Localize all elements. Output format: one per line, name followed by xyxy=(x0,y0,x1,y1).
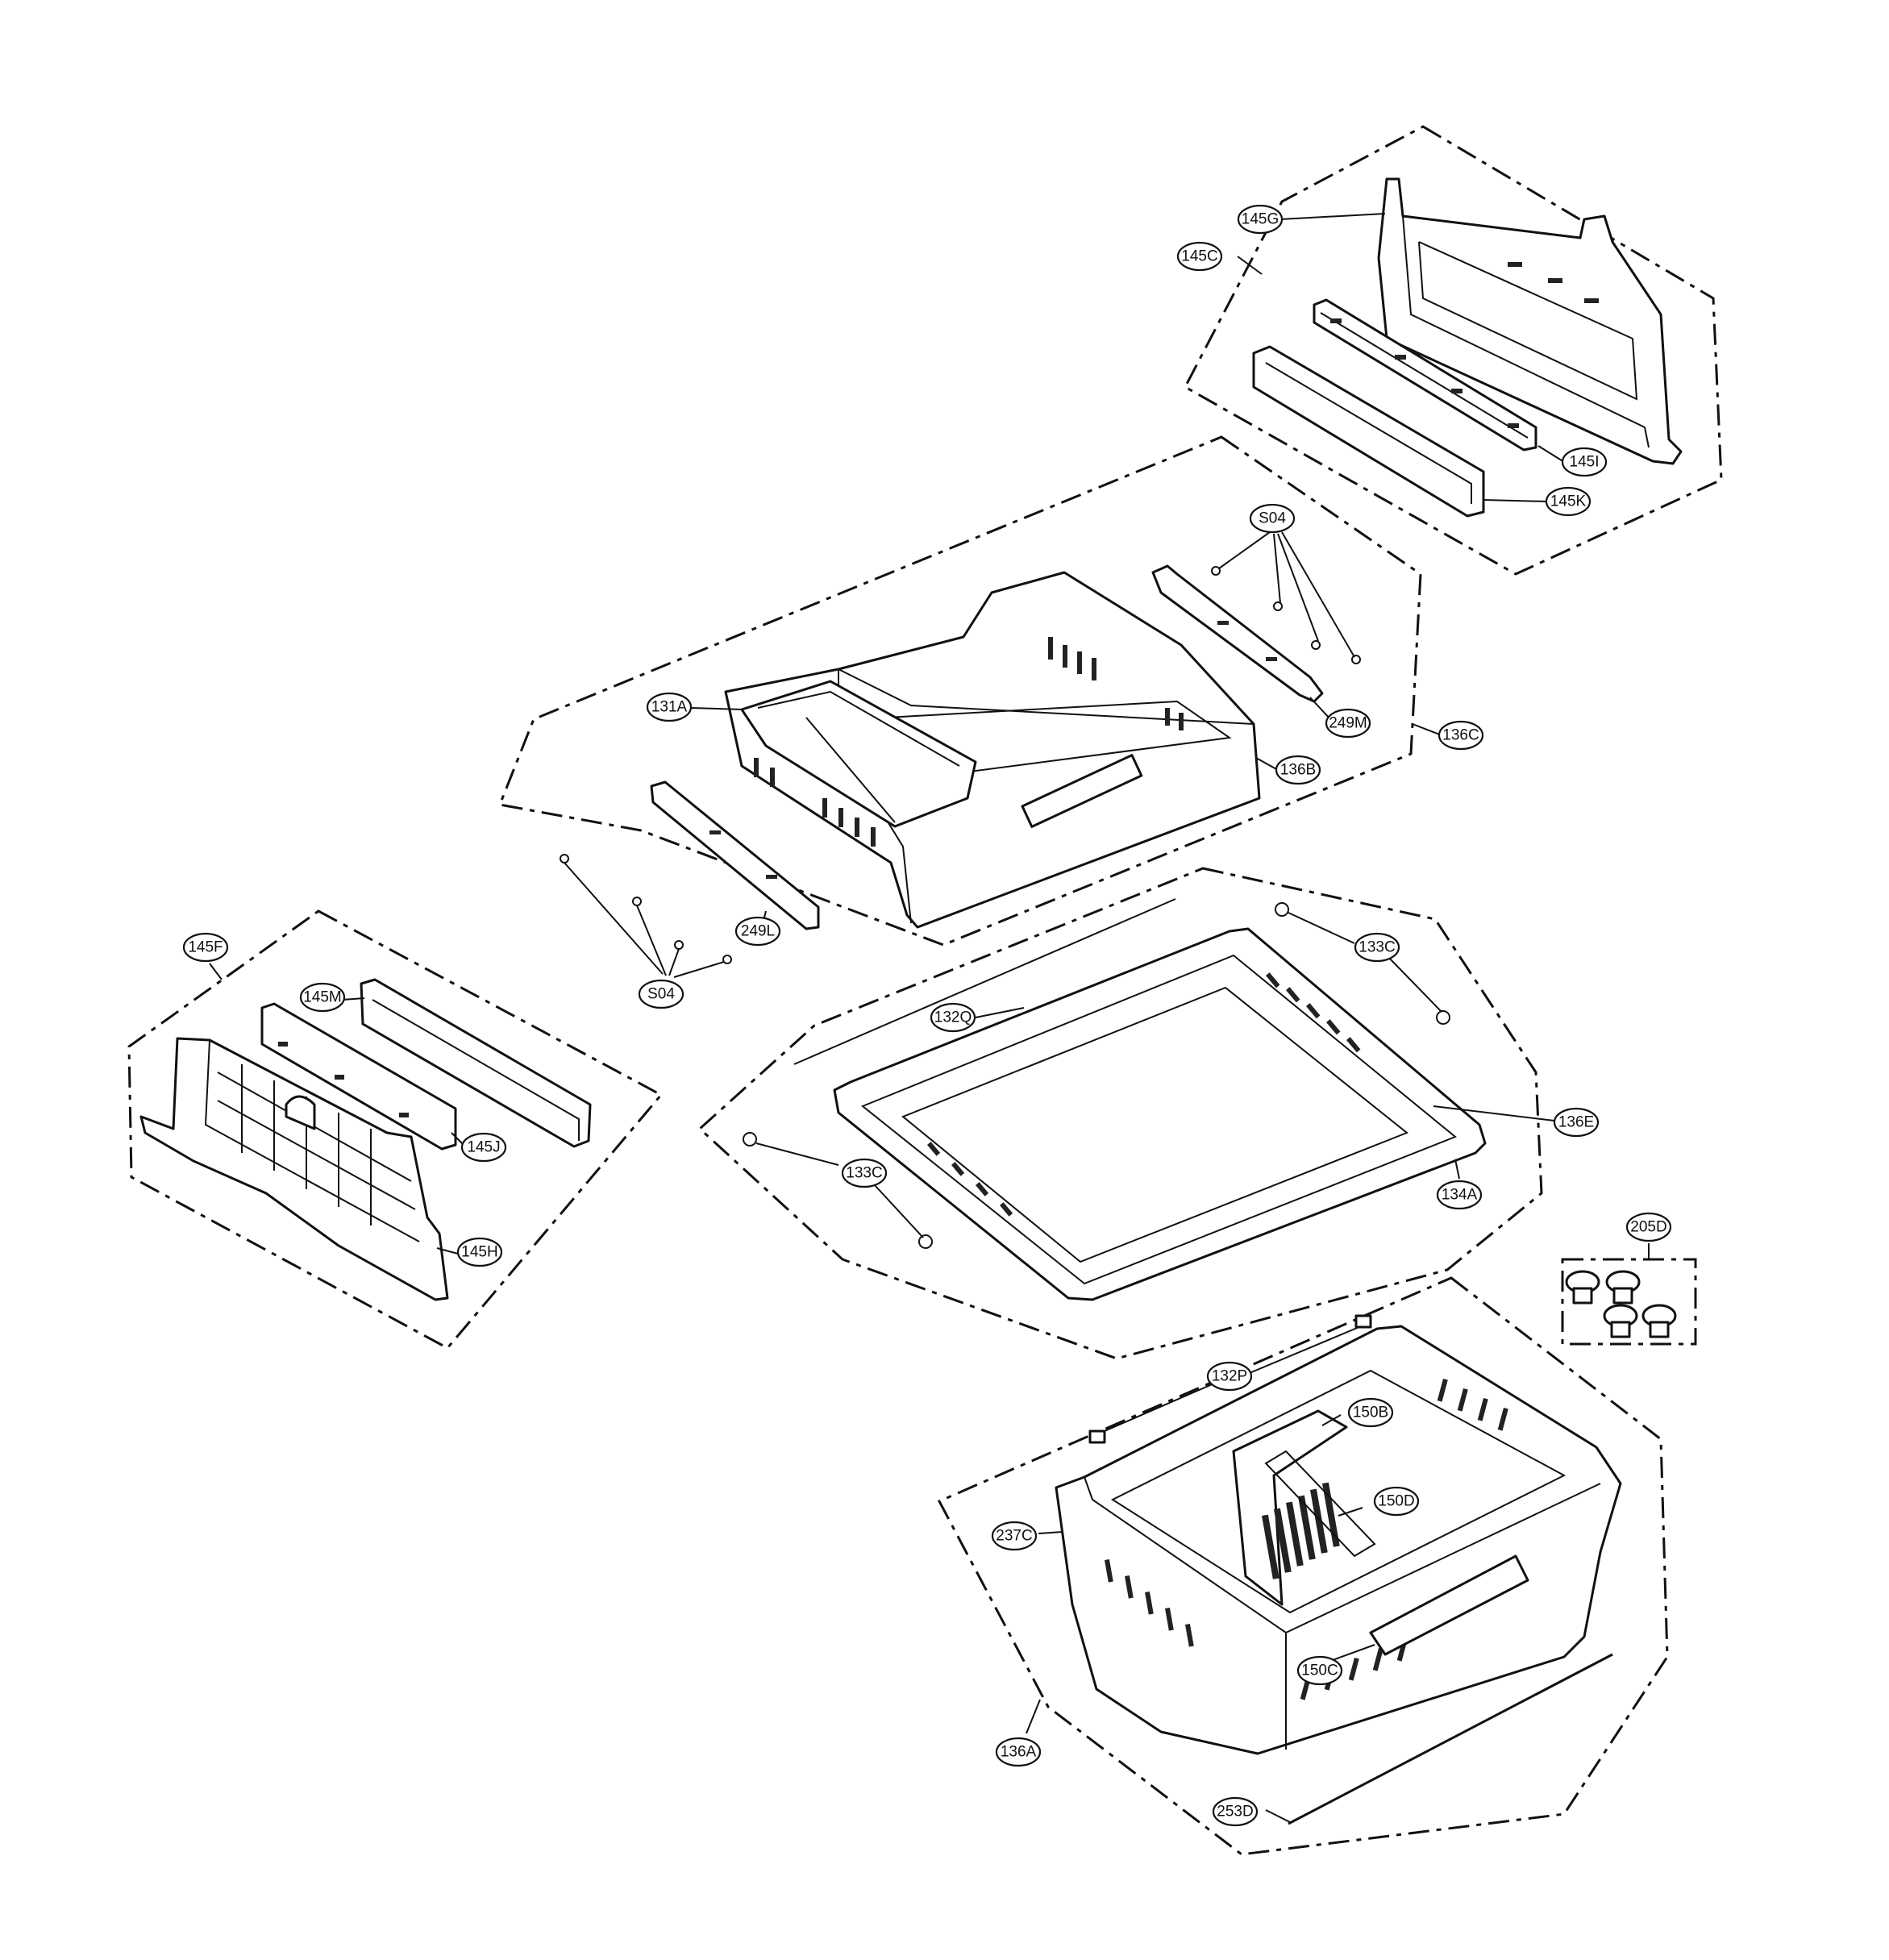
svg-text:253D: 253D xyxy=(1217,1804,1253,1821)
group-boundary-205d xyxy=(1561,1258,1697,1346)
callout-145m: 145M xyxy=(299,982,346,1013)
svg-text:150C: 150C xyxy=(1301,1662,1338,1679)
part-150c-clip xyxy=(1369,1554,1529,1656)
callout-133c-top: 133C xyxy=(1354,932,1400,963)
group-boundary-136a xyxy=(937,1276,1669,1856)
svg-text:205D: 205D xyxy=(1630,1219,1666,1236)
part-150d-rail xyxy=(1264,1450,1376,1558)
svg-text:136E: 136E xyxy=(1558,1114,1594,1131)
callout-s04-bottom: S04 xyxy=(638,979,684,1009)
callout-253d: 253D xyxy=(1212,1796,1259,1827)
part-253d-rod xyxy=(1288,1653,1613,1825)
svg-text:145C: 145C xyxy=(1181,248,1217,265)
part-145j-rail xyxy=(260,1002,457,1151)
callout-132p: 132P xyxy=(1206,1361,1253,1392)
group-205d xyxy=(1561,1243,1697,1346)
group-136a xyxy=(937,1276,1669,1856)
part-132p-stoppers xyxy=(1088,1314,1372,1444)
part-145g-bracket xyxy=(1377,177,1683,465)
group-boundary-145f xyxy=(127,909,664,1350)
screws-s04-bottom xyxy=(560,854,732,978)
svg-text:249M: 249M xyxy=(1329,715,1367,732)
part-249m-rail xyxy=(1151,564,1324,703)
svg-text:145G: 145G xyxy=(1242,211,1279,228)
callout-145j: 145J xyxy=(460,1132,507,1163)
svg-text:S04: S04 xyxy=(1259,510,1286,527)
svg-text:134A: 134A xyxy=(1442,1187,1478,1204)
svg-text:145H: 145H xyxy=(461,1244,497,1261)
part-145m-rail-cover xyxy=(360,978,592,1148)
screws-s04-top xyxy=(1211,531,1361,664)
part-145k-rail-cover xyxy=(1252,345,1485,518)
callout-237c: 237C xyxy=(991,1521,1038,1551)
svg-text:150B: 150B xyxy=(1353,1404,1388,1421)
callout-145h: 145H xyxy=(456,1237,503,1267)
group-145f xyxy=(127,909,664,1350)
callout-150c: 150C xyxy=(1296,1655,1343,1686)
callout-131a: 131A xyxy=(646,692,693,722)
part-249l-rail xyxy=(650,780,820,930)
callout-136e: 136E xyxy=(1553,1107,1600,1138)
svg-text:145M: 145M xyxy=(303,989,342,1006)
screws-133c xyxy=(743,902,1450,1249)
callout-145g: 145G xyxy=(1237,204,1284,235)
svg-text:145F: 145F xyxy=(188,939,223,956)
svg-text:133C: 133C xyxy=(1358,939,1395,956)
group-145c xyxy=(1183,125,1723,576)
callout-249m: 249M xyxy=(1325,708,1371,739)
svg-text:145I: 145I xyxy=(1570,454,1600,471)
svg-text:132P: 132P xyxy=(1212,1368,1247,1385)
part-205d-feet xyxy=(1565,1270,1677,1338)
callout-150b: 150B xyxy=(1347,1397,1394,1428)
svg-text:136C: 136C xyxy=(1442,727,1479,744)
part-145i-slide-rail xyxy=(1313,298,1537,452)
callout-145i: 145I xyxy=(1561,447,1608,477)
callout-134a: 134A xyxy=(1436,1180,1483,1210)
svg-text:145J: 145J xyxy=(467,1139,500,1156)
callout-150d: 150D xyxy=(1373,1486,1420,1517)
svg-text:131A: 131A xyxy=(651,699,688,716)
callout-205d: 205D xyxy=(1625,1212,1672,1242)
part-134a-shelf xyxy=(833,927,1487,1301)
callout-136b: 136B xyxy=(1275,755,1321,785)
part-132q-trim xyxy=(793,898,1176,1065)
callout-145k: 145K xyxy=(1545,486,1592,517)
callout-145f: 145F xyxy=(182,932,229,963)
svg-text:249L: 249L xyxy=(741,923,775,940)
svg-text:150D: 150D xyxy=(1378,1493,1414,1510)
group-boundary-145c xyxy=(1183,125,1723,576)
callout-136a: 136A xyxy=(995,1737,1042,1767)
group-136e xyxy=(697,867,1555,1360)
part-136b-drawer xyxy=(724,571,1261,929)
part-150b-divider xyxy=(1232,1409,1348,1606)
callout-133c-left: 133C xyxy=(841,1158,888,1188)
svg-text:145K: 145K xyxy=(1550,493,1587,510)
part-145h-bracket xyxy=(139,1037,449,1301)
group-136c xyxy=(497,435,1442,978)
group-boundary-136e xyxy=(697,867,1543,1360)
svg-text:136A: 136A xyxy=(1001,1744,1037,1761)
svg-text:133C: 133C xyxy=(846,1165,882,1182)
callout-249l: 249L xyxy=(734,916,781,947)
callout-132q: 132Q xyxy=(930,1002,976,1033)
part-131a-bin xyxy=(740,680,977,828)
svg-text:132Q: 132Q xyxy=(934,1009,972,1026)
callout-145c: 145C xyxy=(1176,241,1223,272)
callout-136c: 136C xyxy=(1438,720,1484,751)
svg-text:136B: 136B xyxy=(1280,762,1316,779)
svg-text:237C: 237C xyxy=(996,1528,1032,1545)
svg-text:S04: S04 xyxy=(647,986,675,1003)
callout-s04-top: S04 xyxy=(1249,503,1296,534)
